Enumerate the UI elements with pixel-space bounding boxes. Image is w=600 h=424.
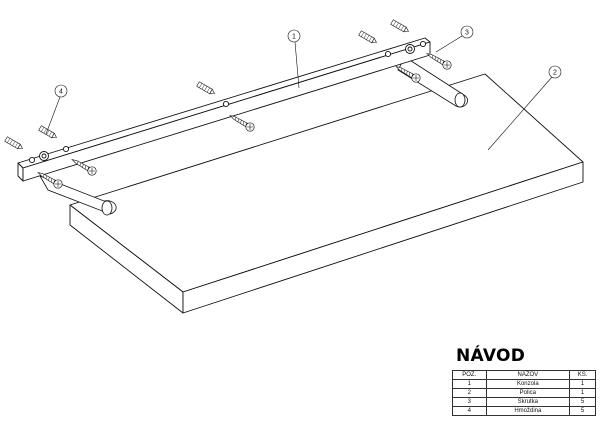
cell-poz: 4 <box>452 406 487 416</box>
cell-poz: 1 <box>452 379 487 389</box>
table-row: 1 Konzola 1 <box>452 379 596 389</box>
callout-1-label: 1 <box>292 34 296 41</box>
parts-legend: NÁVOD POZ. NÁZOV KS. 1 Konzola 1 2 Polic… <box>452 346 596 416</box>
callout-3-label: 3 <box>465 30 469 37</box>
cell-nazov: Skrutka <box>485 397 571 407</box>
cell-nazov: Hmoždina <box>485 406 571 416</box>
shelf-board <box>69 73 584 314</box>
cell-ks: 5 <box>569 397 596 407</box>
cell-nazov: Polica <box>485 388 571 398</box>
callout-2-label: 2 <box>553 70 557 77</box>
callout-3: 3 <box>435 25 474 53</box>
cell-nazov: Konzola <box>485 379 571 389</box>
table-header-row: POZ. NÁZOV KS. <box>452 370 596 380</box>
table-row: 2 Polica 1 <box>452 388 596 398</box>
table-row: 4 Hmoždina 5 <box>452 406 596 416</box>
cell-poz: 3 <box>452 397 487 407</box>
screws <box>36 50 452 189</box>
parts-table: POZ. NÁZOV KS. 1 Konzola 1 2 Polica 1 3 … <box>452 370 596 416</box>
bracket-rail <box>17 37 431 182</box>
legend-title: NÁVOD <box>456 346 526 366</box>
callout-2: 2 <box>487 65 562 151</box>
callout-4-label: 4 <box>59 89 63 96</box>
cell-ks: 5 <box>569 406 596 416</box>
header-ks: KS. <box>569 370 596 380</box>
header-poz: POZ. <box>452 370 487 380</box>
callout-1: 1 <box>287 29 301 89</box>
header-nazov: NÁZOV <box>485 370 571 380</box>
table-row: 3 Skrutka 5 <box>452 397 596 407</box>
cell-poz: 2 <box>452 388 487 398</box>
cell-ks: 1 <box>569 388 596 398</box>
callout-4: 4 <box>45 84 68 135</box>
cell-ks: 1 <box>569 379 596 389</box>
